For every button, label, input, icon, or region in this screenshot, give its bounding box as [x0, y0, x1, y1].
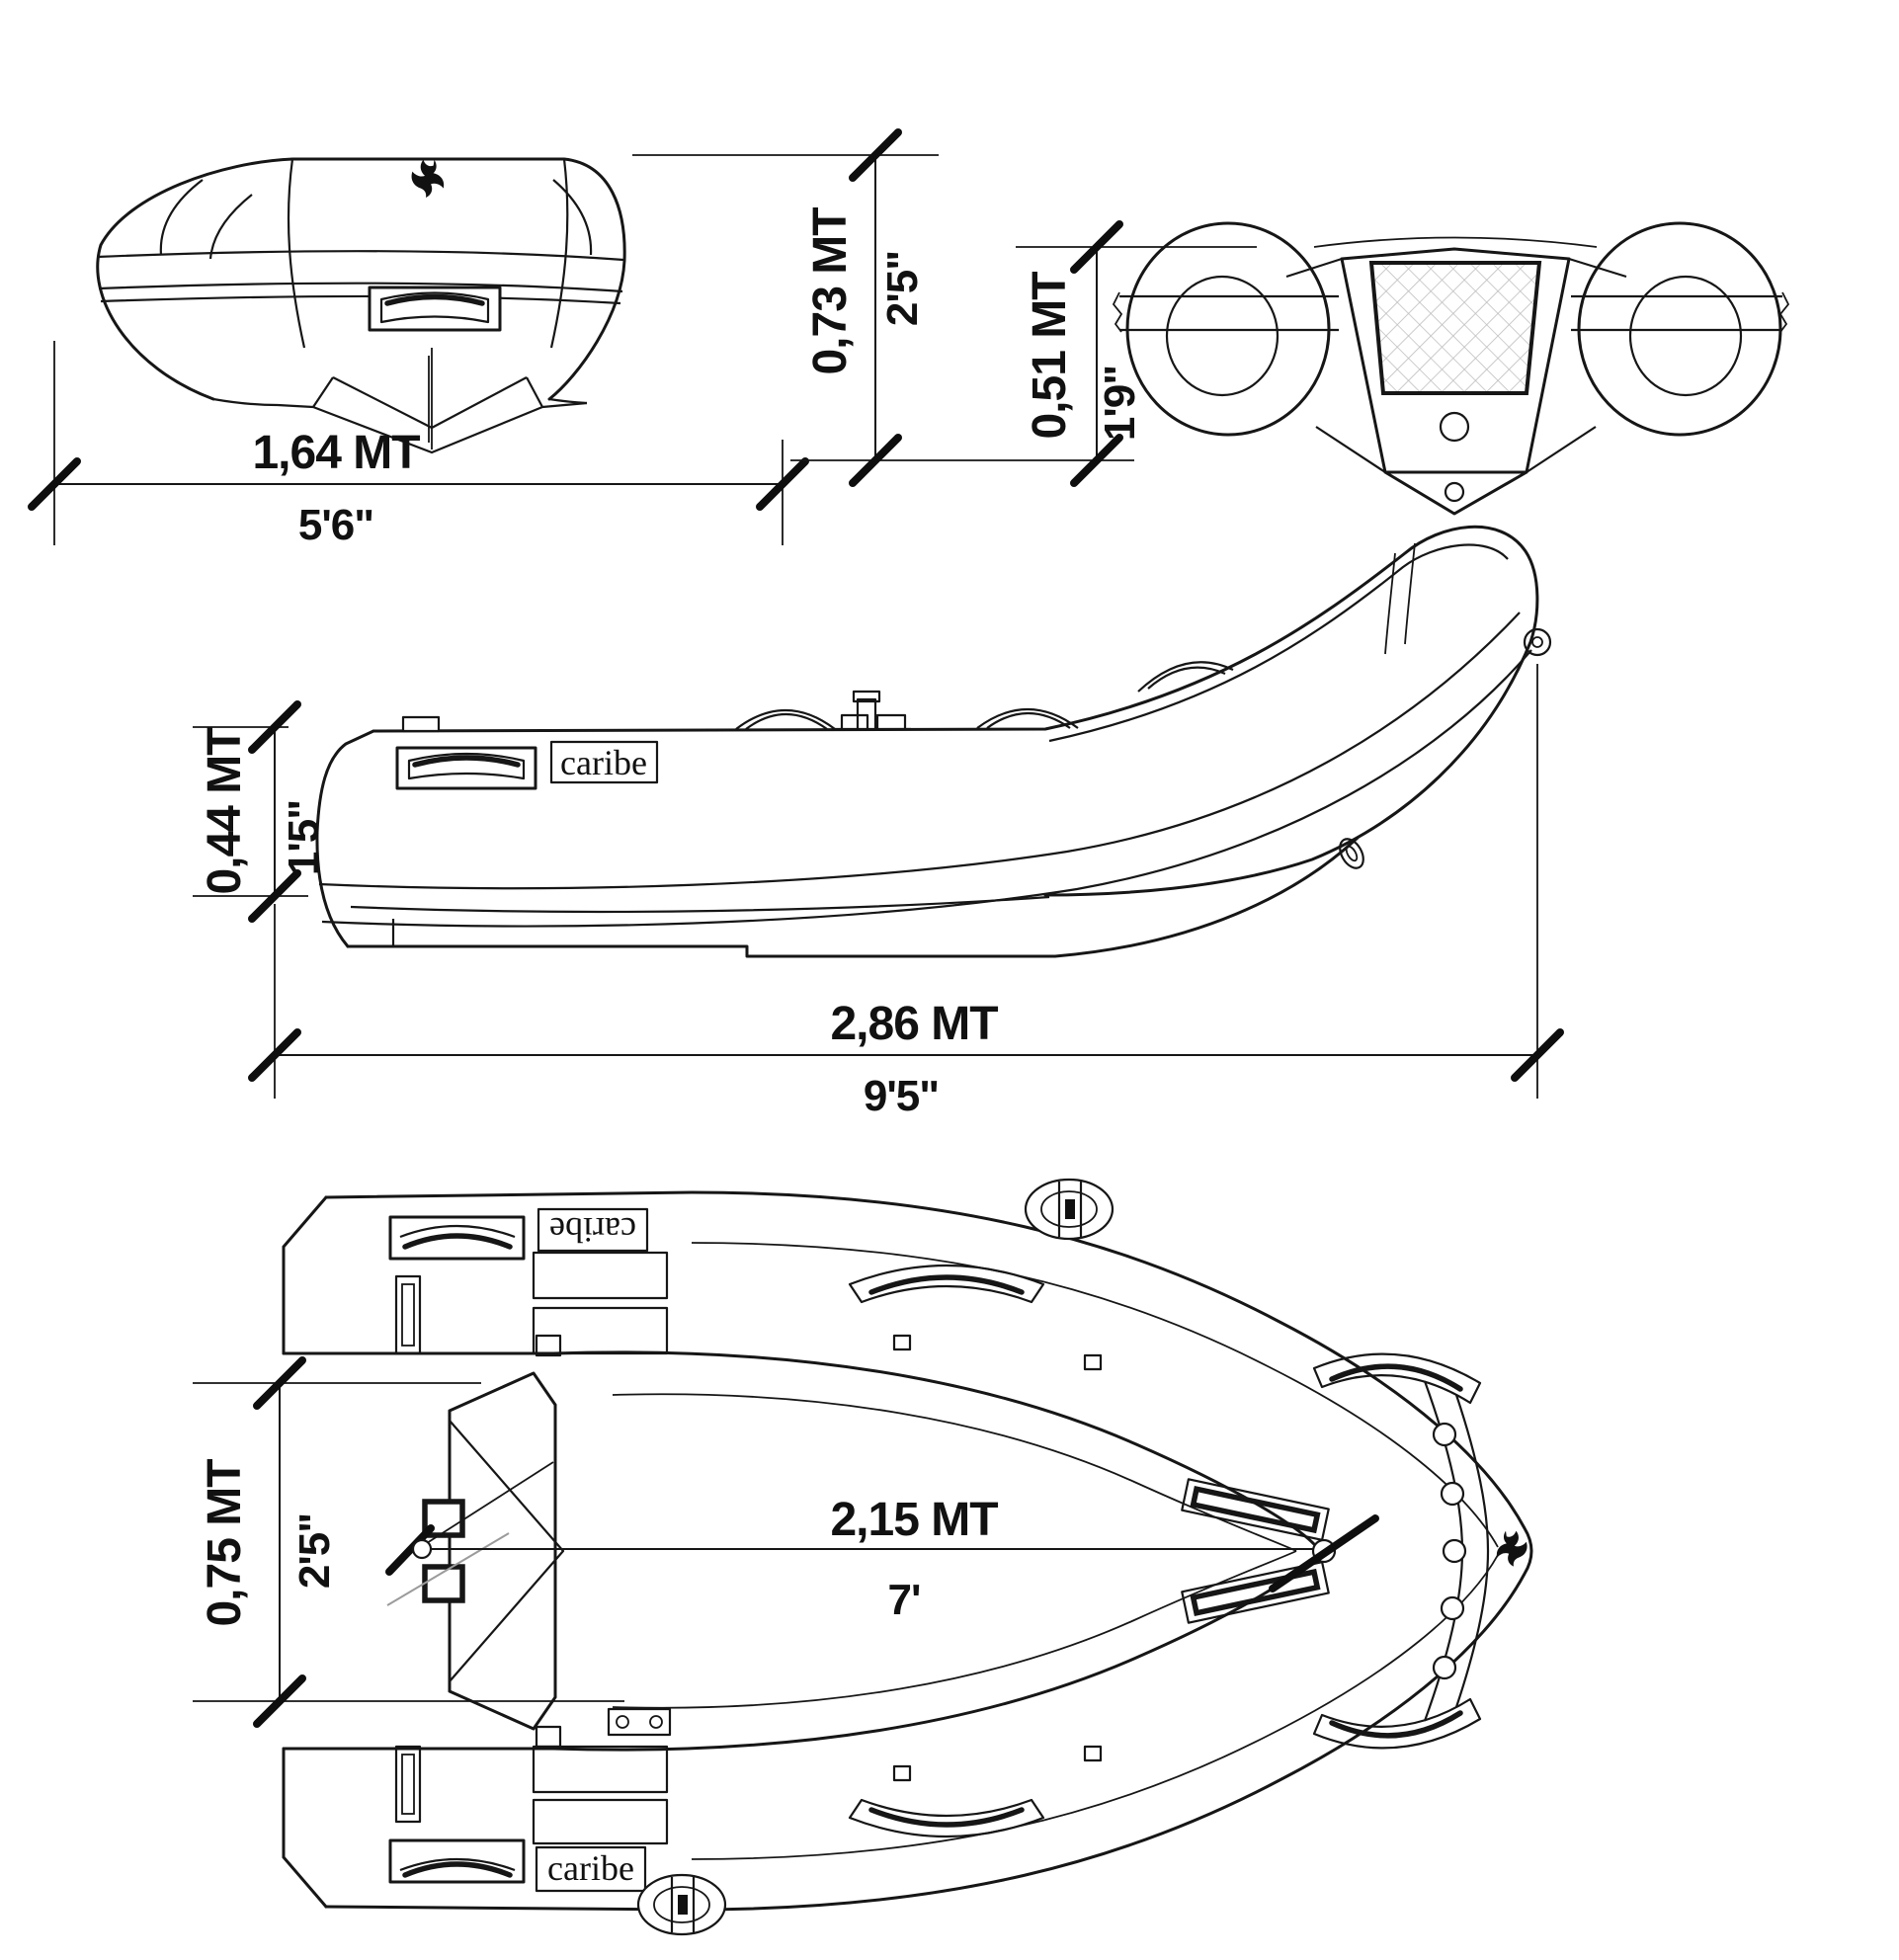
dim-tube-width: 0,75 MT 2'5": [193, 1356, 624, 1728]
stern-cap-starboard: caribe: [388, 1707, 672, 1893]
dim-front-height: 0,73 MT 2'5": [632, 128, 1134, 487]
brand-label-top: caribe: [549, 1210, 636, 1250]
hull-d-ring: [1339, 838, 1364, 869]
dim-tube-diameter-metric: 0,44 MT: [199, 727, 251, 895]
dim-front-height-imperial: 2'5": [878, 251, 927, 326]
dim-interior-length: 2,15 MT 7': [385, 1494, 1379, 1624]
dim-overall-length: 2,86 MT 9'5": [248, 664, 1564, 1120]
dim-interior-length-metric: 2,15 MT: [830, 1494, 998, 1546]
oarlock-plan-top: [1024, 1178, 1115, 1241]
brand-label-bottom: caribe: [547, 1848, 634, 1888]
dim-tube-width-metric: 0,75 MT: [199, 1459, 251, 1627]
dim-front-width: 1,64 MT 5'6": [28, 341, 809, 549]
dim-front-width-metric: 1,64 MT: [252, 427, 420, 479]
dim-tube-diameter-imperial: 1'5": [280, 800, 328, 875]
dim-overall-length-imperial: 9'5": [864, 1072, 939, 1120]
brand-plate-top: caribe: [537, 1207, 649, 1253]
front-view: [96, 157, 626, 454]
stern-handle: [395, 746, 537, 790]
dolphin-logo-icon: [411, 159, 445, 198]
dim-front-height-metric: 0,73 MT: [804, 207, 857, 375]
transom-grate-panel: [1368, 261, 1542, 395]
bow-d-ring: [1523, 627, 1552, 657]
brand-plate-side: caribe: [549, 740, 659, 784]
dim-interior-length-imperial: 7': [888, 1576, 921, 1624]
dim-tube-width-imperial: 2'5": [290, 1513, 339, 1589]
dim-stern-height: 0,51 MT 1'9": [1016, 220, 1257, 487]
tube-handles-plan: [848, 1264, 1482, 1838]
bow-lacing-strip: [1423, 1380, 1490, 1722]
oarlock-side: [835, 690, 911, 731]
oarlock-plan-bottom: [636, 1873, 727, 1936]
bow-handle: [368, 286, 502, 332]
dolphin-logo-icon-top: [1496, 1530, 1527, 1567]
stern-view: [1112, 221, 1790, 516]
top-view: caribe caribe: [282, 1178, 1533, 1936]
brand-label-side: caribe: [560, 743, 647, 782]
brand-plate-bottom: caribe: [535, 1845, 647, 1893]
dim-stern-height-imperial: 1'9": [1096, 366, 1144, 441]
side-view: caribe: [315, 525, 1552, 958]
dim-tube-diameter: 0,44 MT 1'5": [193, 700, 328, 923]
screw-plate: [607, 1707, 672, 1737]
dim-stern-height-metric: 0,51 MT: [1024, 272, 1076, 440]
dim-front-width-imperial: 5'6": [298, 501, 373, 549]
tube-handles-side: [735, 661, 1234, 730]
transom-board: [386, 1334, 565, 1749]
valve-fitting: [401, 715, 441, 733]
stern-cap-port: caribe: [388, 1207, 669, 1355]
dim-overall-length-metric: 2,86 MT: [830, 998, 998, 1050]
